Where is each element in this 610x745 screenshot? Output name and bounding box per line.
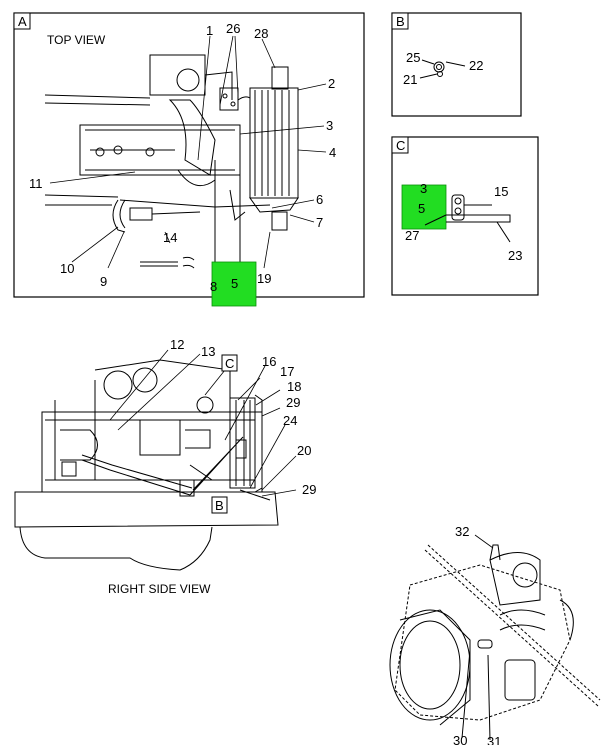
callout-7: 7 <box>316 215 323 230</box>
callout-13: 13 <box>201 344 215 359</box>
right-side-view-caption: RIGHT SIDE VIEW <box>108 582 211 596</box>
callout-27: 27 <box>405 228 419 243</box>
panel-a-leaders <box>49 35 327 269</box>
callout-31: 31 <box>487 734 501 745</box>
engine-top-view-drawing <box>44 54 299 269</box>
view-c-reference-letter: C <box>225 356 234 371</box>
callout-5-panel-c: 5 <box>418 201 425 216</box>
right-side-view: C B 12 13 16 17 18 29 24 20 29 RIGHT SID… <box>14 337 316 596</box>
callout-17: 17 <box>280 364 294 379</box>
detail-view: 32 30 31 <box>389 524 601 745</box>
callout-18: 18 <box>287 379 301 394</box>
panel-a-letter: A <box>18 14 27 29</box>
panel-c-bracket-drawing <box>424 194 511 243</box>
callout-3: 3 <box>326 118 333 133</box>
callout-9: 9 <box>100 274 107 289</box>
highlight-box-panel-c <box>401 184 447 230</box>
callout-2: 2 <box>328 76 335 91</box>
panel-b-letter: B <box>396 14 405 29</box>
detail-view-leaders <box>474 534 494 549</box>
callout-1: 1 <box>206 23 213 38</box>
callout-11: 11 <box>29 176 43 191</box>
side-view-leaders <box>109 349 297 497</box>
callout-25: 25 <box>406 50 420 65</box>
view-b-reference-box <box>211 496 228 514</box>
highlight-box-panel-a <box>211 261 257 307</box>
callout-16: 16 <box>262 354 276 369</box>
view-b-reference-letter: B <box>215 498 224 513</box>
engine-side-view-drawing <box>14 359 279 571</box>
panel-c: C 3 5 15 27 23 <box>391 136 539 296</box>
panel-b: B 25 22 21 <box>391 12 522 117</box>
callout-23: 23 <box>508 248 522 263</box>
callout-5-panel-a: 5 <box>231 276 238 291</box>
callout-21: 21 <box>403 72 417 87</box>
callout-3-panel-c: 3 <box>420 181 427 196</box>
callout-26: 26 <box>226 21 240 36</box>
callout-29-lower: 29 <box>302 482 316 497</box>
callout-12: 12 <box>170 337 184 352</box>
callout-10: 10 <box>60 261 74 276</box>
view-c-reference-box <box>221 354 238 372</box>
callout-20: 20 <box>297 443 311 458</box>
panel-a: A TOP VIEW <box>13 12 365 307</box>
callout-14: 14 <box>163 230 177 245</box>
callout-22: 22 <box>469 58 483 73</box>
panel-a-letter-box <box>13 12 31 30</box>
panel-c-letter-box <box>391 136 409 154</box>
panel-b-letter-box <box>391 12 409 30</box>
top-view-caption: TOP VIEW <box>47 33 106 47</box>
callout-29-upper: 29 <box>286 395 300 410</box>
panel-b-fitting-drawing <box>419 59 466 79</box>
callout-8: 8 <box>210 279 217 294</box>
callout-30: 30 <box>453 733 467 745</box>
callout-15: 15 <box>494 184 508 199</box>
panel-a-callouts: 1 26 28 2 3 4 11 6 7 10 9 14 8 5 19 <box>29 21 336 294</box>
callout-4: 4 <box>329 145 336 160</box>
callout-19: 19 <box>257 271 271 286</box>
callout-6: 6 <box>316 192 323 207</box>
detail-view-drawing <box>389 544 601 741</box>
callout-32: 32 <box>455 524 469 539</box>
panel-c-letter: C <box>396 138 405 153</box>
panel-b-frame <box>391 12 522 117</box>
callout-24: 24 <box>283 413 297 428</box>
callout-28: 28 <box>254 26 268 41</box>
panel-a-frame <box>13 12 365 298</box>
panel-c-frame <box>391 136 539 296</box>
